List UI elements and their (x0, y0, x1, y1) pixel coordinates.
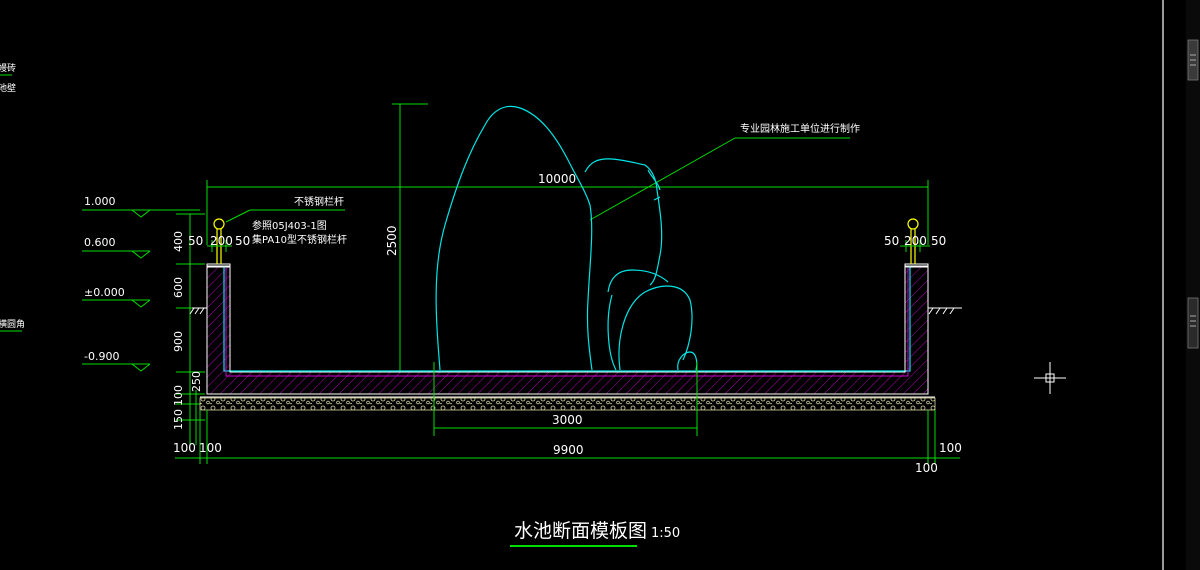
dim-right-50a: 50 (884, 234, 899, 248)
dim-rock-height: 2500 (385, 225, 399, 256)
elevation-marker-0900: -0.900 (82, 350, 151, 372)
vdim-600: 600 (172, 277, 185, 298)
dim-left-50a: 50 (188, 234, 203, 248)
rockery (435, 105, 698, 371)
railing-leader (225, 209, 345, 223)
rock-base-dimension (433, 362, 698, 436)
dim-rock-base: 3000 (552, 413, 583, 427)
elevation-marker-0600: 0.600 (82, 236, 151, 259)
pool-concrete-shell (206, 265, 929, 395)
dim-left-50b: 50 (235, 234, 250, 248)
left-railing-dims (207, 240, 232, 252)
dim-base-width: 9900 (553, 443, 584, 457)
left-wall-cap (206, 263, 231, 268)
side-fragment-1: 幔砖 (0, 62, 16, 74)
vdim-100: 100 (172, 385, 185, 406)
right-wall-cap (904, 263, 929, 268)
pool-waterproof-edge (225, 268, 909, 377)
rock-note-leader (589, 137, 850, 221)
dim-right-200: 200 (904, 234, 927, 248)
railing-ref-line2: 集PA10型不锈钢栏杆 (252, 233, 347, 246)
rock-note-label: 专业园林施工单位进行制作 (740, 122, 860, 135)
scrollbar-thumb-icon[interactable] (1187, 39, 1199, 81)
elevation-label-0000: ±0.000 (84, 286, 125, 299)
base-width-dimension (175, 410, 960, 464)
right-railing-dims (900, 240, 930, 252)
elevation-label-0600: 0.600 (84, 236, 116, 249)
ground-right (928, 307, 962, 315)
elevation-marker-0000: ±0.000 (82, 286, 151, 308)
dim-bottom-right-100b: 100 (915, 461, 938, 475)
railing-label: 不锈钢栏杆 (294, 195, 344, 208)
side-fragment-2: 池壁 (0, 82, 16, 94)
drawing-scale: 1:50 (651, 526, 680, 541)
overall-width-dimension (206, 180, 929, 245)
elevation-label-1000: 1.000 (84, 195, 116, 208)
dim-bottom-right-100a: 100 (939, 441, 962, 455)
dim-bottom-left-100a: 100 (173, 441, 196, 455)
railing-ref-line1: 参照05J403-1图 (252, 219, 327, 232)
dim-overall-width: 10000 (538, 172, 576, 186)
vdim-150: 150 (172, 409, 185, 430)
rock-height-dimension (392, 103, 428, 372)
gravel-bedding (199, 397, 936, 411)
crosshair-icon[interactable] (1034, 362, 1066, 394)
drawing-title: 水池断面模板图 (514, 520, 647, 542)
dim-bottom-left-100b: 100 (199, 441, 222, 455)
dim-left-200: 200 (210, 234, 233, 248)
ground-left (189, 307, 207, 315)
vdim-900: 900 (172, 331, 185, 352)
scrollbar-lower-handle[interactable] (1187, 297, 1199, 349)
elevation-label-0900: -0.900 (84, 350, 119, 363)
scrollbar-track[interactable] (1186, 0, 1200, 570)
vdim-400: 400 (172, 231, 185, 252)
side-fragment-3: 横圆角 (0, 318, 25, 330)
vdim-250: 250 (190, 371, 203, 392)
dim-right-50b: 50 (931, 234, 946, 248)
elevation-marker-1000: 1.000 (82, 195, 200, 218)
pool-inner-lining (223, 266, 911, 372)
